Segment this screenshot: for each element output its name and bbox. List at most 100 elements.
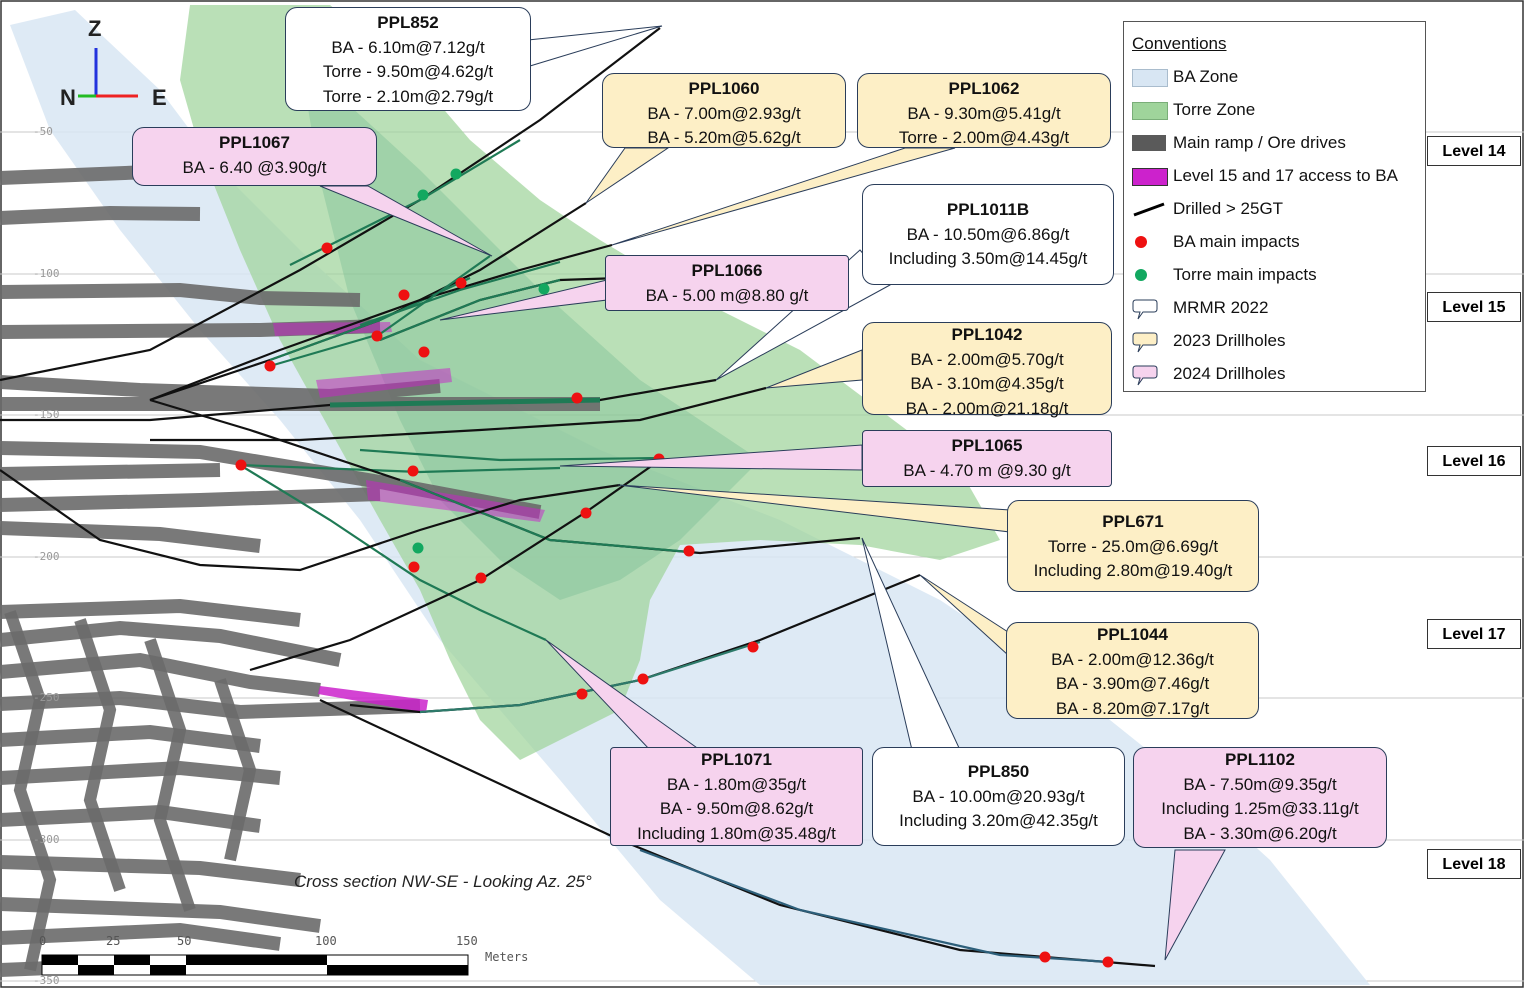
compass-n-label: N bbox=[60, 85, 76, 110]
trace-ppl671-mid bbox=[399, 478, 691, 554]
level-18-label: Level 18 bbox=[1427, 849, 1521, 879]
trace-ppl1042 bbox=[150, 386, 767, 442]
callout-ppl852: PPL852 BA - 6.10m@7.12g/t Torre - 9.50m@… bbox=[285, 7, 531, 111]
legend-label: Level 15 and 17 access to BA bbox=[1173, 166, 1398, 185]
scale-unit-label: Meters bbox=[485, 950, 529, 964]
legend-label: 2024 Drillholes bbox=[1173, 364, 1286, 383]
callout-ppl1071: PPL1071 BA - 1.80m@35g/t BA - 9.50m@8.62… bbox=[610, 747, 863, 846]
callout-line: BA - 5.20m@5.62g/t bbox=[647, 128, 801, 147]
torre-main-impacts bbox=[412, 168, 550, 554]
callout-line: Torre - 25.0m@6.69g/t bbox=[1047, 536, 1219, 556]
callout-title: PPL1060 bbox=[688, 79, 760, 98]
level-16-label: Level 16 bbox=[1427, 446, 1521, 476]
callout-line: BA - 1.80m@35g/t bbox=[666, 774, 807, 794]
callout-line: BA - 6.10m@7.12g/t bbox=[331, 37, 485, 57]
callout-ppl1067: PPL1067 BA - 6.40 @3.90g/t bbox=[132, 127, 377, 186]
scale-tick-label: 50 bbox=[177, 934, 192, 948]
callout-title: PPL671 bbox=[1102, 512, 1164, 531]
callout-title: PPL1044 bbox=[1097, 625, 1168, 644]
trace-ppl1011b-mid bbox=[329, 397, 601, 408]
callout-line: Including 3.20m@42.35g/t bbox=[899, 811, 1098, 830]
callout-ppl1065: PPL1065 BA - 4.70 m @9.30 g/t bbox=[862, 430, 1112, 487]
white-callout-icon bbox=[1132, 299, 1158, 320]
trace-ppl1062 bbox=[149, 243, 613, 402]
callout-line: Torre - 2.00m@4.43g/t bbox=[898, 128, 1070, 147]
callout-title: PPL1067 bbox=[219, 133, 290, 152]
compass-z-label: Z bbox=[88, 16, 102, 41]
callout-line: BA - 2.00m@21.18g/t bbox=[905, 398, 1069, 418]
callout-ppl1044: PPL1044 BA - 2.00m@12.36g/t BA - 3.90m@7… bbox=[1006, 622, 1259, 719]
callout-title: PPL1011B bbox=[946, 200, 1030, 219]
trace-ppl1066-mid bbox=[379, 278, 561, 342]
callout-line: BA - 9.30m@5.41g/t bbox=[907, 103, 1061, 123]
elevation-label: -150 bbox=[33, 408, 60, 421]
callout-line: BA - 3.10m@4.35g/t bbox=[910, 374, 1064, 393]
callout-line: Including 3.50m@14.45g/t bbox=[888, 249, 1088, 268]
callout-ppl1060: PPL1060 BA - 7.00m@2.93g/t BA - 5.20m@5.… bbox=[602, 73, 846, 148]
callout-title: PPL1071 bbox=[701, 750, 772, 769]
callout-ppl1011b: PPL1011B BA - 10.50m@6.86g/t Including 3… bbox=[862, 184, 1114, 285]
level-17-label: Level 17 bbox=[1427, 619, 1521, 649]
callout-line: BA - 9.50m@8.62g/t bbox=[659, 799, 814, 818]
pink-callout-icon bbox=[1132, 365, 1158, 386]
callout-title: PPL1042 bbox=[951, 325, 1023, 344]
main-ramp-swatch bbox=[1132, 135, 1166, 151]
elevation-label: -250 bbox=[33, 691, 60, 704]
legend-label: Torre Zone bbox=[1173, 100, 1256, 119]
callout-line: Torre - 2.10m@2.79g/t bbox=[322, 86, 494, 106]
callout-ppl850: PPL850 BA - 10.00m@20.93g/t Including 3.… bbox=[872, 747, 1125, 846]
elevation-label: -300 bbox=[33, 833, 60, 846]
callout-title: PPL850 bbox=[967, 762, 1030, 781]
section-caption: Cross section NW-SE - Looking Az. 25° bbox=[294, 872, 592, 891]
callout-line: Including 2.80m@19.40g/t bbox=[1033, 561, 1233, 580]
red-dot-icon bbox=[1135, 236, 1147, 248]
callout-ppl1042: PPL1042 BA - 2.00m@5.70g/t BA - 3.10m@4.… bbox=[862, 322, 1112, 418]
ramp-switchbacks bbox=[4, 610, 257, 972]
callout-line: BA - 10.50m@6.86g/t bbox=[906, 224, 1070, 244]
level-14-label: Level 14 bbox=[1427, 136, 1521, 166]
callout-title: PPL1066 bbox=[691, 261, 763, 280]
legend: Conventions BA Zone Torre Zone Main ramp… bbox=[1123, 21, 1426, 392]
elevation-label: -350 bbox=[33, 974, 60, 987]
ba-main-impacts bbox=[235, 242, 1114, 968]
legend-label: BA main impacts bbox=[1173, 232, 1300, 251]
compass-axes bbox=[78, 48, 138, 98]
callout-line: BA - 8.20m@7.17g/t bbox=[1055, 698, 1210, 718]
scale-tick-label: 0 bbox=[39, 934, 47, 948]
callout-line: Torre - 9.50m@4.62g/t bbox=[322, 62, 494, 81]
elevation-label: -200 bbox=[33, 550, 60, 563]
legend-label: MRMR 2022 bbox=[1173, 298, 1269, 317]
trace-ppl852 bbox=[0, 27, 661, 382]
ba-zone-swatch bbox=[1132, 69, 1168, 87]
elevation-label: -50 bbox=[33, 125, 53, 138]
elevation-label: -100 bbox=[33, 267, 60, 280]
callout-title: PPL1062 bbox=[948, 79, 1020, 98]
callout-ppl1102: PPL1102 BA - 7.50m@9.35g/t Including 1.2… bbox=[1133, 747, 1387, 848]
callout-title: PPL852 bbox=[377, 13, 439, 32]
green-dot-icon bbox=[1135, 269, 1147, 281]
callout-line: Including 1.25m@33.11g/t bbox=[1161, 799, 1359, 818]
callout-line: BA - 7.50m@9.35g/t bbox=[1183, 774, 1337, 794]
callout-line: BA - 2.00m@12.36g/t bbox=[1051, 649, 1214, 669]
callout-tails bbox=[319, 25, 1226, 961]
callout-ppl1066: PPL1066 BA - 5.00 m@8.80 g/t bbox=[605, 255, 849, 311]
callout-line: BA - 2.00m@5.70g/t bbox=[910, 349, 1064, 369]
callout-line: BA - 10.00m@20.93g/t bbox=[912, 786, 1085, 806]
trace-ppl1042-mid bbox=[359, 448, 661, 462]
trace-ppl852-mid bbox=[289, 139, 521, 266]
scale-bar bbox=[41, 954, 469, 976]
compass-e-label: E bbox=[152, 85, 167, 110]
callout-line: Including 1.80m@35.48g/t bbox=[637, 823, 836, 843]
callout-title: PPL1102 bbox=[1225, 750, 1295, 769]
scale-tick-label: 25 bbox=[106, 934, 121, 948]
legend-label: BA Zone bbox=[1173, 67, 1239, 86]
scale-tick-label: 100 bbox=[315, 934, 337, 948]
legend-label: Drilled > 25GT bbox=[1173, 199, 1284, 218]
callout-line: BA - 4.70 m @9.30 g/t bbox=[903, 460, 1071, 480]
callout-title: PPL1065 bbox=[951, 436, 1023, 455]
trace-ppl1102-mid bbox=[639, 848, 1111, 964]
scale-tick-label: 150 bbox=[456, 934, 478, 948]
trace-ppl850 bbox=[0, 469, 621, 572]
trace-ppl1071 bbox=[239, 464, 547, 642]
